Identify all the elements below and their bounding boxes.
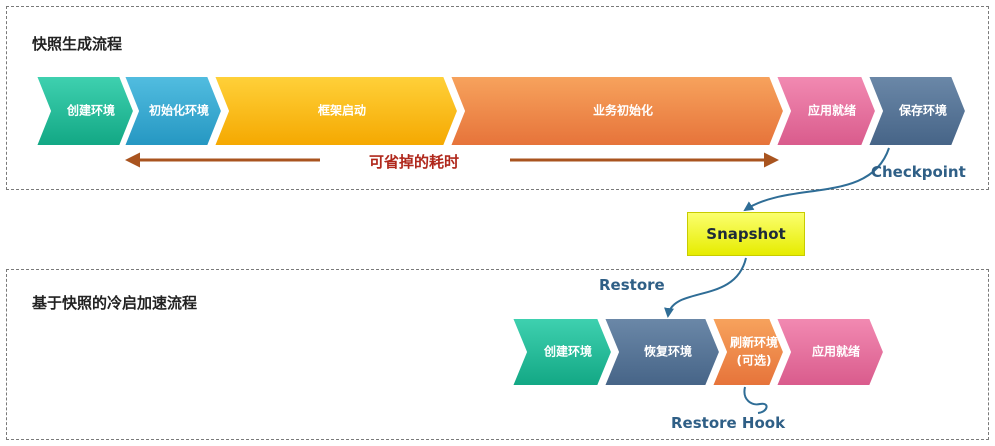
checkpoint-arrow xyxy=(743,147,890,212)
top-step-6 xyxy=(866,75,968,147)
bottom-flow-steps: 创建环境 恢复环境 刷新环境 (可选) 应用就绪 xyxy=(510,317,886,387)
top-step-3 xyxy=(212,75,460,147)
top-step-label-6: 保存环境 xyxy=(898,103,947,118)
snapshot-box: Snapshot xyxy=(687,212,805,256)
bottom-step-4 xyxy=(774,317,886,387)
top-step-5 xyxy=(774,75,878,147)
snapshot-label: Snapshot xyxy=(706,225,786,243)
snapshot-generation-panel xyxy=(6,6,989,190)
top-step-label-2: 初始化环境 xyxy=(149,103,209,118)
cold-start-panel xyxy=(6,269,989,440)
checkpoint-label: Checkpoint xyxy=(871,163,966,181)
top-step-1 xyxy=(34,75,136,147)
top-step-label-4: 业务初始化 xyxy=(593,103,653,118)
bottom-step-1 xyxy=(510,317,614,387)
bottom-step-label-1: 创建环境 xyxy=(543,344,592,359)
top-step-label-5: 应用就绪 xyxy=(808,103,856,118)
bottom-step-label-4: 应用就绪 xyxy=(812,344,860,359)
restore-arrow xyxy=(664,257,747,318)
top-step-label-1: 创建环境 xyxy=(66,103,115,118)
bottom-step-2 xyxy=(602,317,722,387)
snapshot-generation-title: 快照生成流程 xyxy=(32,35,123,53)
top-step-label-3: 框架启动 xyxy=(318,103,366,118)
restore-label: Restore xyxy=(599,276,665,294)
saved-time-label: 可省掉的耗时 xyxy=(369,153,460,171)
bottom-step-label-3: 刷新环境 xyxy=(730,335,778,350)
restore-hook-label: Restore Hook xyxy=(671,414,786,432)
cold-start-title: 基于快照的冷启加速流程 xyxy=(32,294,198,312)
restore-hook-curve xyxy=(743,386,768,414)
bottom-step-label-2: 恢复环境 xyxy=(644,344,692,359)
top-flow-steps: 创建环境 初始化环境 框架启动 业务初始化 应用就绪 保存环境 xyxy=(34,75,968,147)
top-step-4 xyxy=(448,75,786,147)
bottom-step-3 xyxy=(710,317,786,387)
bottom-step-sublabel-3: (可选) xyxy=(737,353,772,368)
top-step-2 xyxy=(122,75,224,147)
